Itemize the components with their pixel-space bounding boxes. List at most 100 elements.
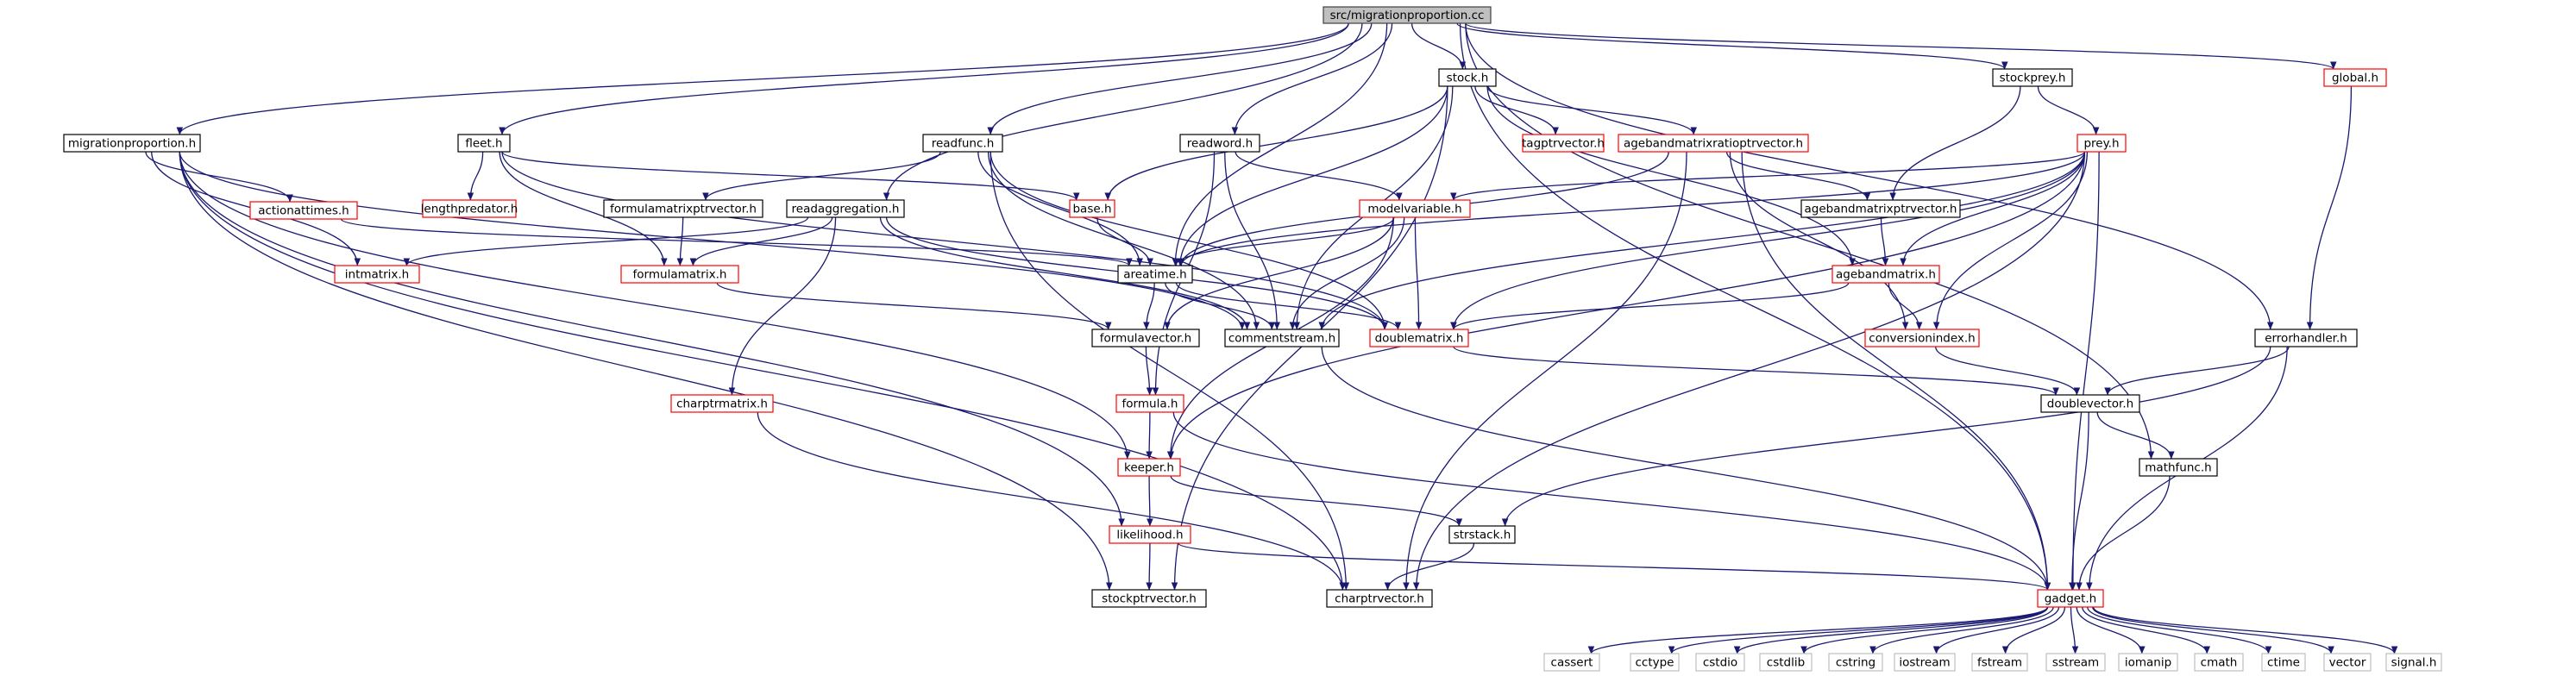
- node-stockptrvector-h[interactable]: stockptrvector.h: [1091, 589, 1207, 608]
- edge-areatime-h-to-doublematrix-h: [1175, 282, 1402, 330]
- node-gadget-h[interactable]: gadget.h: [2037, 589, 2104, 608]
- edge-migrationproportion-h-to-keeper-h: [179, 151, 1131, 460]
- node-commentstream-h[interactable]: commentstream.h: [1224, 329, 1340, 347]
- node-box: [2385, 653, 2442, 672]
- node-prey-h[interactable]: prey.h: [2077, 134, 2127, 153]
- node-readaggregation-h[interactable]: readaggregation.h: [786, 199, 905, 218]
- edge-doublevector-h-to-gadget-h: [2069, 411, 2089, 591]
- node-box: [1448, 525, 1516, 544]
- edge-strstack-h-to-charptrvector-h: [1384, 542, 1475, 591]
- node-formulavector-h[interactable]: formulavector.h: [1091, 329, 1200, 347]
- node-label: lengthpredator.h: [421, 203, 518, 216]
- node-doublematrix-h[interactable]: doublematrix.h: [1369, 329, 1469, 347]
- node-formulamatrix-h[interactable]: formulamatrix.h: [620, 265, 739, 284]
- node-label: commentstream.h: [1228, 332, 1335, 346]
- edge-fleet-h-to-base-h: [501, 151, 1080, 201]
- node-label: iostream: [1899, 656, 1950, 670]
- node-agebandmatrixratioptrvector-h[interactable]: agebandmatrixratioptrvector.h: [1618, 134, 1809, 153]
- node-sstream: sstream: [2045, 653, 2106, 672]
- node-label: stockptrvector.h: [1102, 592, 1197, 606]
- node-intmatrix-h[interactable]: intmatrix.h: [334, 265, 420, 284]
- edge-readfunc-h-to-formulamatrixptrvector-h: [702, 151, 941, 201]
- node-migrationproportion-h[interactable]: migrationproportion.h: [63, 134, 201, 153]
- node-stock-h[interactable]: stock.h: [1438, 68, 1497, 87]
- edge-root-to-fleet-h: [499, 22, 1349, 135]
- edge-gadget-h-to-signal-h: [2092, 606, 2398, 654]
- node-label: gadget.h: [2045, 592, 2096, 606]
- edge-gadget-h-to-cstdio: [1733, 606, 2049, 654]
- edge-prey-h-to-agebandmatrix-h: [1900, 151, 2086, 266]
- node-actionattimes-h[interactable]: actionattimes.h: [249, 201, 358, 220]
- node-fleet-h[interactable]: fleet.h: [457, 134, 511, 153]
- edge-migrationproportion-h-to-stockptrvector-h: [179, 151, 1113, 591]
- node-charptrmatrix-h[interactable]: charptrmatrix.h: [670, 394, 774, 413]
- edge-modelvariable-h-to-formulavector-h: [1164, 216, 1394, 330]
- edge-keeper-h-to-likelihood-h: [1147, 475, 1153, 527]
- node-box: [334, 265, 420, 284]
- node-label: formulamatrix.h: [633, 268, 727, 282]
- node-errorhandler-h[interactable]: errorhandler.h: [2254, 329, 2358, 347]
- node-strstack-h[interactable]: strstack.h: [1448, 525, 1516, 544]
- node-keeper-h[interactable]: keeper.h: [1117, 458, 1181, 477]
- node-label: intmatrix.h: [345, 268, 409, 282]
- edge-formula-h-to-gadget-h: [1172, 411, 2051, 591]
- node-box: [2040, 394, 2140, 413]
- edge-gadget-h-to-fstream: [2001, 606, 2066, 654]
- node-box: [2045, 653, 2106, 672]
- edge-areatime-h-to-commentstream-h: [1165, 282, 1275, 330]
- node-cassert: cassert: [1543, 653, 1600, 672]
- node-label: stockprey.h: [2000, 72, 2066, 85]
- node-lengthpredator-h[interactable]: lengthpredator.h: [421, 199, 518, 218]
- node-likelihood-h[interactable]: likelihood.h: [1109, 525, 1191, 544]
- node-base-h[interactable]: base.h: [1069, 199, 1115, 218]
- node-areatime-h[interactable]: areatime.h: [1117, 265, 1193, 284]
- node-label: agebandmatrixratioptrvector.h: [1624, 137, 1803, 151]
- node-tagptrvector-h[interactable]: tagptrvector.h: [1522, 134, 1605, 153]
- edge-gadget-h-to-cmath: [2082, 606, 2210, 654]
- node-formula-h[interactable]: formula.h: [1115, 394, 1184, 413]
- edge-fleet-h-to-formulamatrix-h: [499, 151, 668, 266]
- node-box: [1971, 653, 2028, 672]
- node-mathfunc-h[interactable]: mathfunc.h: [2139, 458, 2218, 477]
- edge-migrationproportion-h-to-actionattimes-h: [145, 151, 293, 203]
- node-label: errorhandler.h: [2265, 332, 2347, 346]
- node-label: iomanip: [2125, 656, 2171, 670]
- node-agebandmatrixptrvector-h[interactable]: agebandmatrixptrvector.h: [1800, 199, 1961, 218]
- edge-stockprey-h-to-agebandmatrixptrvector-h: [1889, 85, 2021, 201]
- node-agebandmatrix-h[interactable]: agebandmatrix.h: [1831, 265, 1940, 284]
- node-cstdio: cstdio: [1695, 653, 1745, 672]
- edge-prey-h-to-doublematrix-h: [1450, 151, 2086, 330]
- edge-conversionindex-h-to-doublevector-h: [1934, 346, 2081, 396]
- node-box: [1864, 329, 1980, 347]
- node-stockprey-h[interactable]: stockprey.h: [1992, 68, 2073, 87]
- node-readfunc-h[interactable]: readfunc.h: [922, 134, 1003, 153]
- node-label: formulamatrixptrvector.h: [610, 203, 757, 216]
- node-label: modelvariable.h: [1367, 203, 1461, 216]
- node-box: [1326, 589, 1433, 608]
- node-formulamatrixptrvector-h[interactable]: formulamatrixptrvector.h: [603, 199, 763, 218]
- edge-readaggregation-h-to-intmatrix-h: [403, 216, 809, 266]
- node-root[interactable]: src/migrationproportion.cc: [1323, 6, 1492, 24]
- node-label: vector: [2329, 656, 2366, 670]
- node-box: [1115, 394, 1184, 413]
- edge-agebandmatrixratioptrvector-h-to-agebandmatrixptrvector-h: [1725, 151, 1871, 201]
- node-modelvariable-h[interactable]: modelvariable.h: [1359, 199, 1471, 218]
- node-readword-h[interactable]: readword.h: [1179, 134, 1260, 153]
- node-label: sstream: [2052, 656, 2099, 670]
- node-global-h[interactable]: global.h: [2323, 68, 2387, 87]
- node-box: [249, 201, 358, 220]
- node-label: agebandmatrix.h: [1836, 268, 1936, 282]
- edge-errorhandler-h-to-strstack-h: [1501, 346, 2271, 527]
- node-box: [1894, 653, 1956, 672]
- edge-keeper-h-to-strstack-h: [1170, 475, 1463, 527]
- node-doublevector-h[interactable]: doublevector.h: [2040, 394, 2140, 413]
- node-conversionindex-h[interactable]: conversionindex.h: [1864, 329, 1980, 347]
- edge-root-to-gadget-h: [1459, 22, 2051, 591]
- edge-gadget-h-to-ctime: [2087, 606, 2272, 654]
- node-cstdlib: cstdlib: [1759, 653, 1813, 672]
- edge-likelihood-h-to-gadget-h: [1178, 542, 2051, 591]
- node-box: [422, 199, 517, 218]
- node-charptrvector-h[interactable]: charptrvector.h: [1326, 589, 1433, 608]
- node-label: prey.h: [2083, 137, 2119, 151]
